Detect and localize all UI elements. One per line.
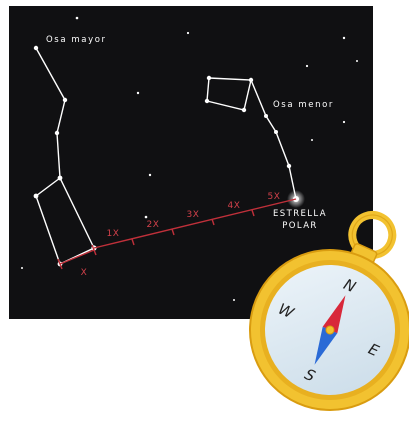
osa-mayor-label: Osa mayor	[46, 35, 107, 45]
polar-label-line2: POLAR	[282, 221, 317, 231]
multiple-label-2x: 2X	[147, 220, 160, 230]
multiple-label-4x: 4X	[228, 201, 241, 211]
osa-menor-label: Osa menor	[273, 100, 334, 110]
multiple-label-1x: 1X	[107, 229, 120, 239]
polar-label-line1: ESTRELLA	[273, 209, 327, 219]
unit-label: X	[81, 268, 88, 278]
multiple-label-3x: 3X	[187, 210, 200, 220]
multiple-label-5x: 5X	[268, 192, 281, 202]
